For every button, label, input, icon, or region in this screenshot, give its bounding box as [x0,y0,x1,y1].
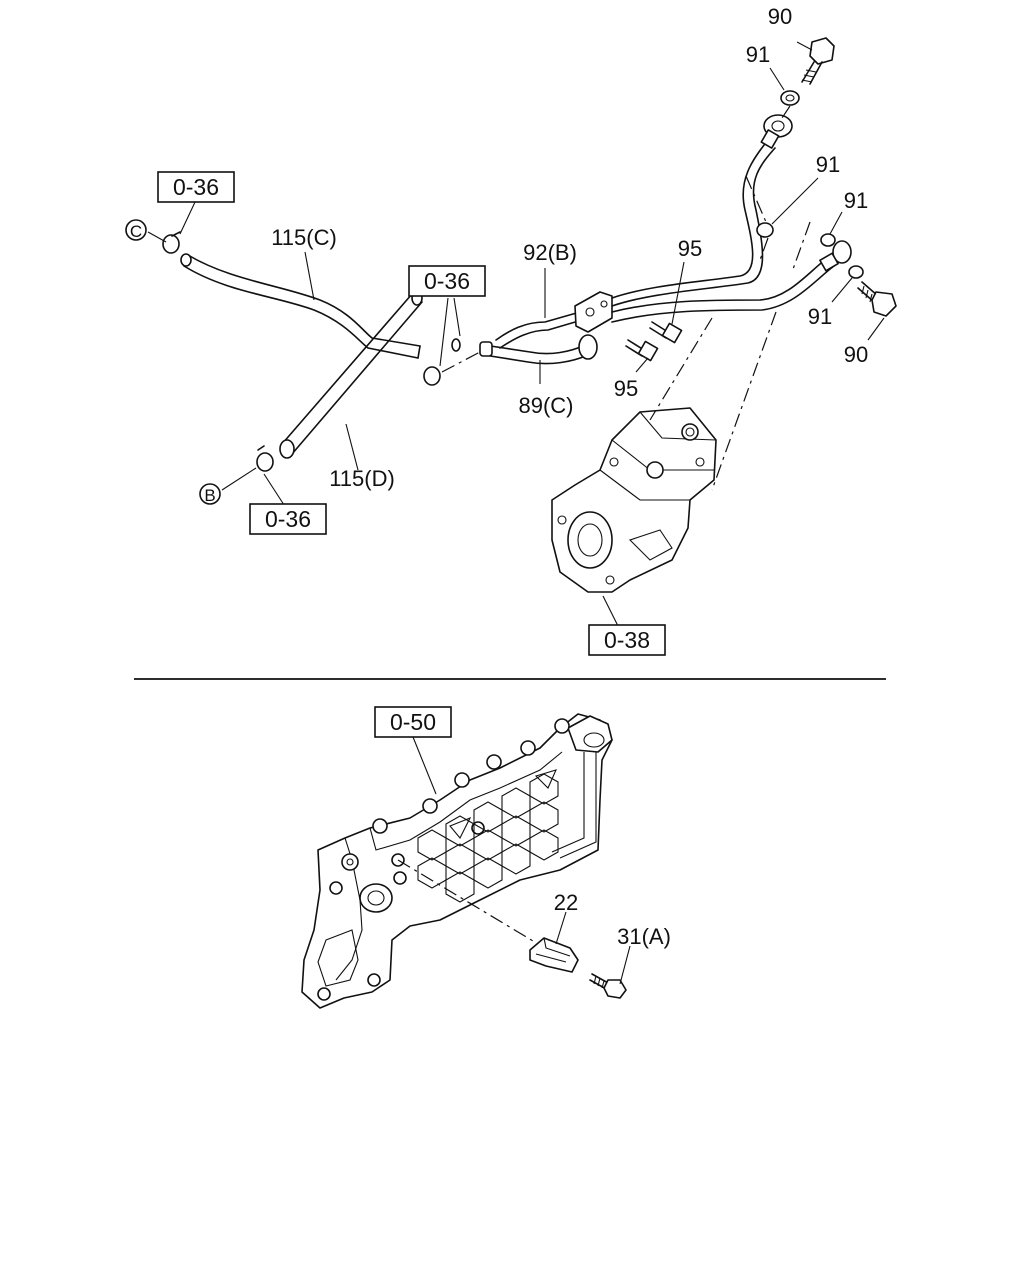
washer-91-low [848,265,864,279]
bracket-22 [529,937,579,973]
label-91-low: 91 [808,304,832,329]
label-91-top: 91 [746,42,770,67]
compressor [551,407,717,593]
ref-036-b-text: 0-36 [424,268,470,294]
bolt-90-low [857,281,897,317]
label-89c: 89(C) [518,393,573,418]
ref-036-a-text: 0-36 [173,174,219,200]
hose-115c [180,253,421,359]
label-22: 22 [554,890,578,915]
ref-050: 0-50 [374,706,452,738]
callout-b: B [199,483,221,505]
washer-91-top [780,90,800,106]
ref-036-a: 0-36 [157,171,235,203]
pipe-assembly [479,114,852,365]
label-115d: 115(D) [329,466,395,491]
label-90-low: 90 [844,342,868,367]
label-95-top: 95 [678,236,702,261]
ref-050-text: 0-50 [390,709,436,735]
clamp-middle [423,338,481,386]
ref-036-c: 0-36 [249,503,327,535]
ref-038: 0-38 [588,624,666,656]
callout-c: C [125,219,147,241]
leader-lines-lower [397,736,631,985]
ref-038-text: 0-38 [604,627,650,653]
bolt-90-top [801,37,835,85]
label-95-low: 95 [614,376,638,401]
bolt-31a [589,973,627,999]
callout-b-text: B [204,486,215,505]
honeycomb-core [417,773,559,903]
hose-115d [279,290,423,459]
label-90-top: 90 [768,4,792,29]
callout-c-text: C [130,222,142,241]
label-92b: 92(B) [523,240,577,265]
clamp-b [256,445,274,472]
bolt-95-top [649,321,683,344]
leader-lines-upper [147,41,885,627]
label-115c: 115(C) [271,225,337,250]
ref-036-c-text: 0-36 [265,506,311,532]
cooler-assembly [301,713,613,1009]
washer-91-mid2 [820,233,836,247]
label-91-mid2: 91 [844,188,868,213]
label-91-mid1: 91 [816,152,840,177]
clamp-c [162,231,181,254]
label-31a: 31(A) [617,924,671,949]
bolt-95-low [625,339,659,362]
ref-036-b: 0-36 [408,265,486,297]
washer-91-mid1 [756,222,774,238]
